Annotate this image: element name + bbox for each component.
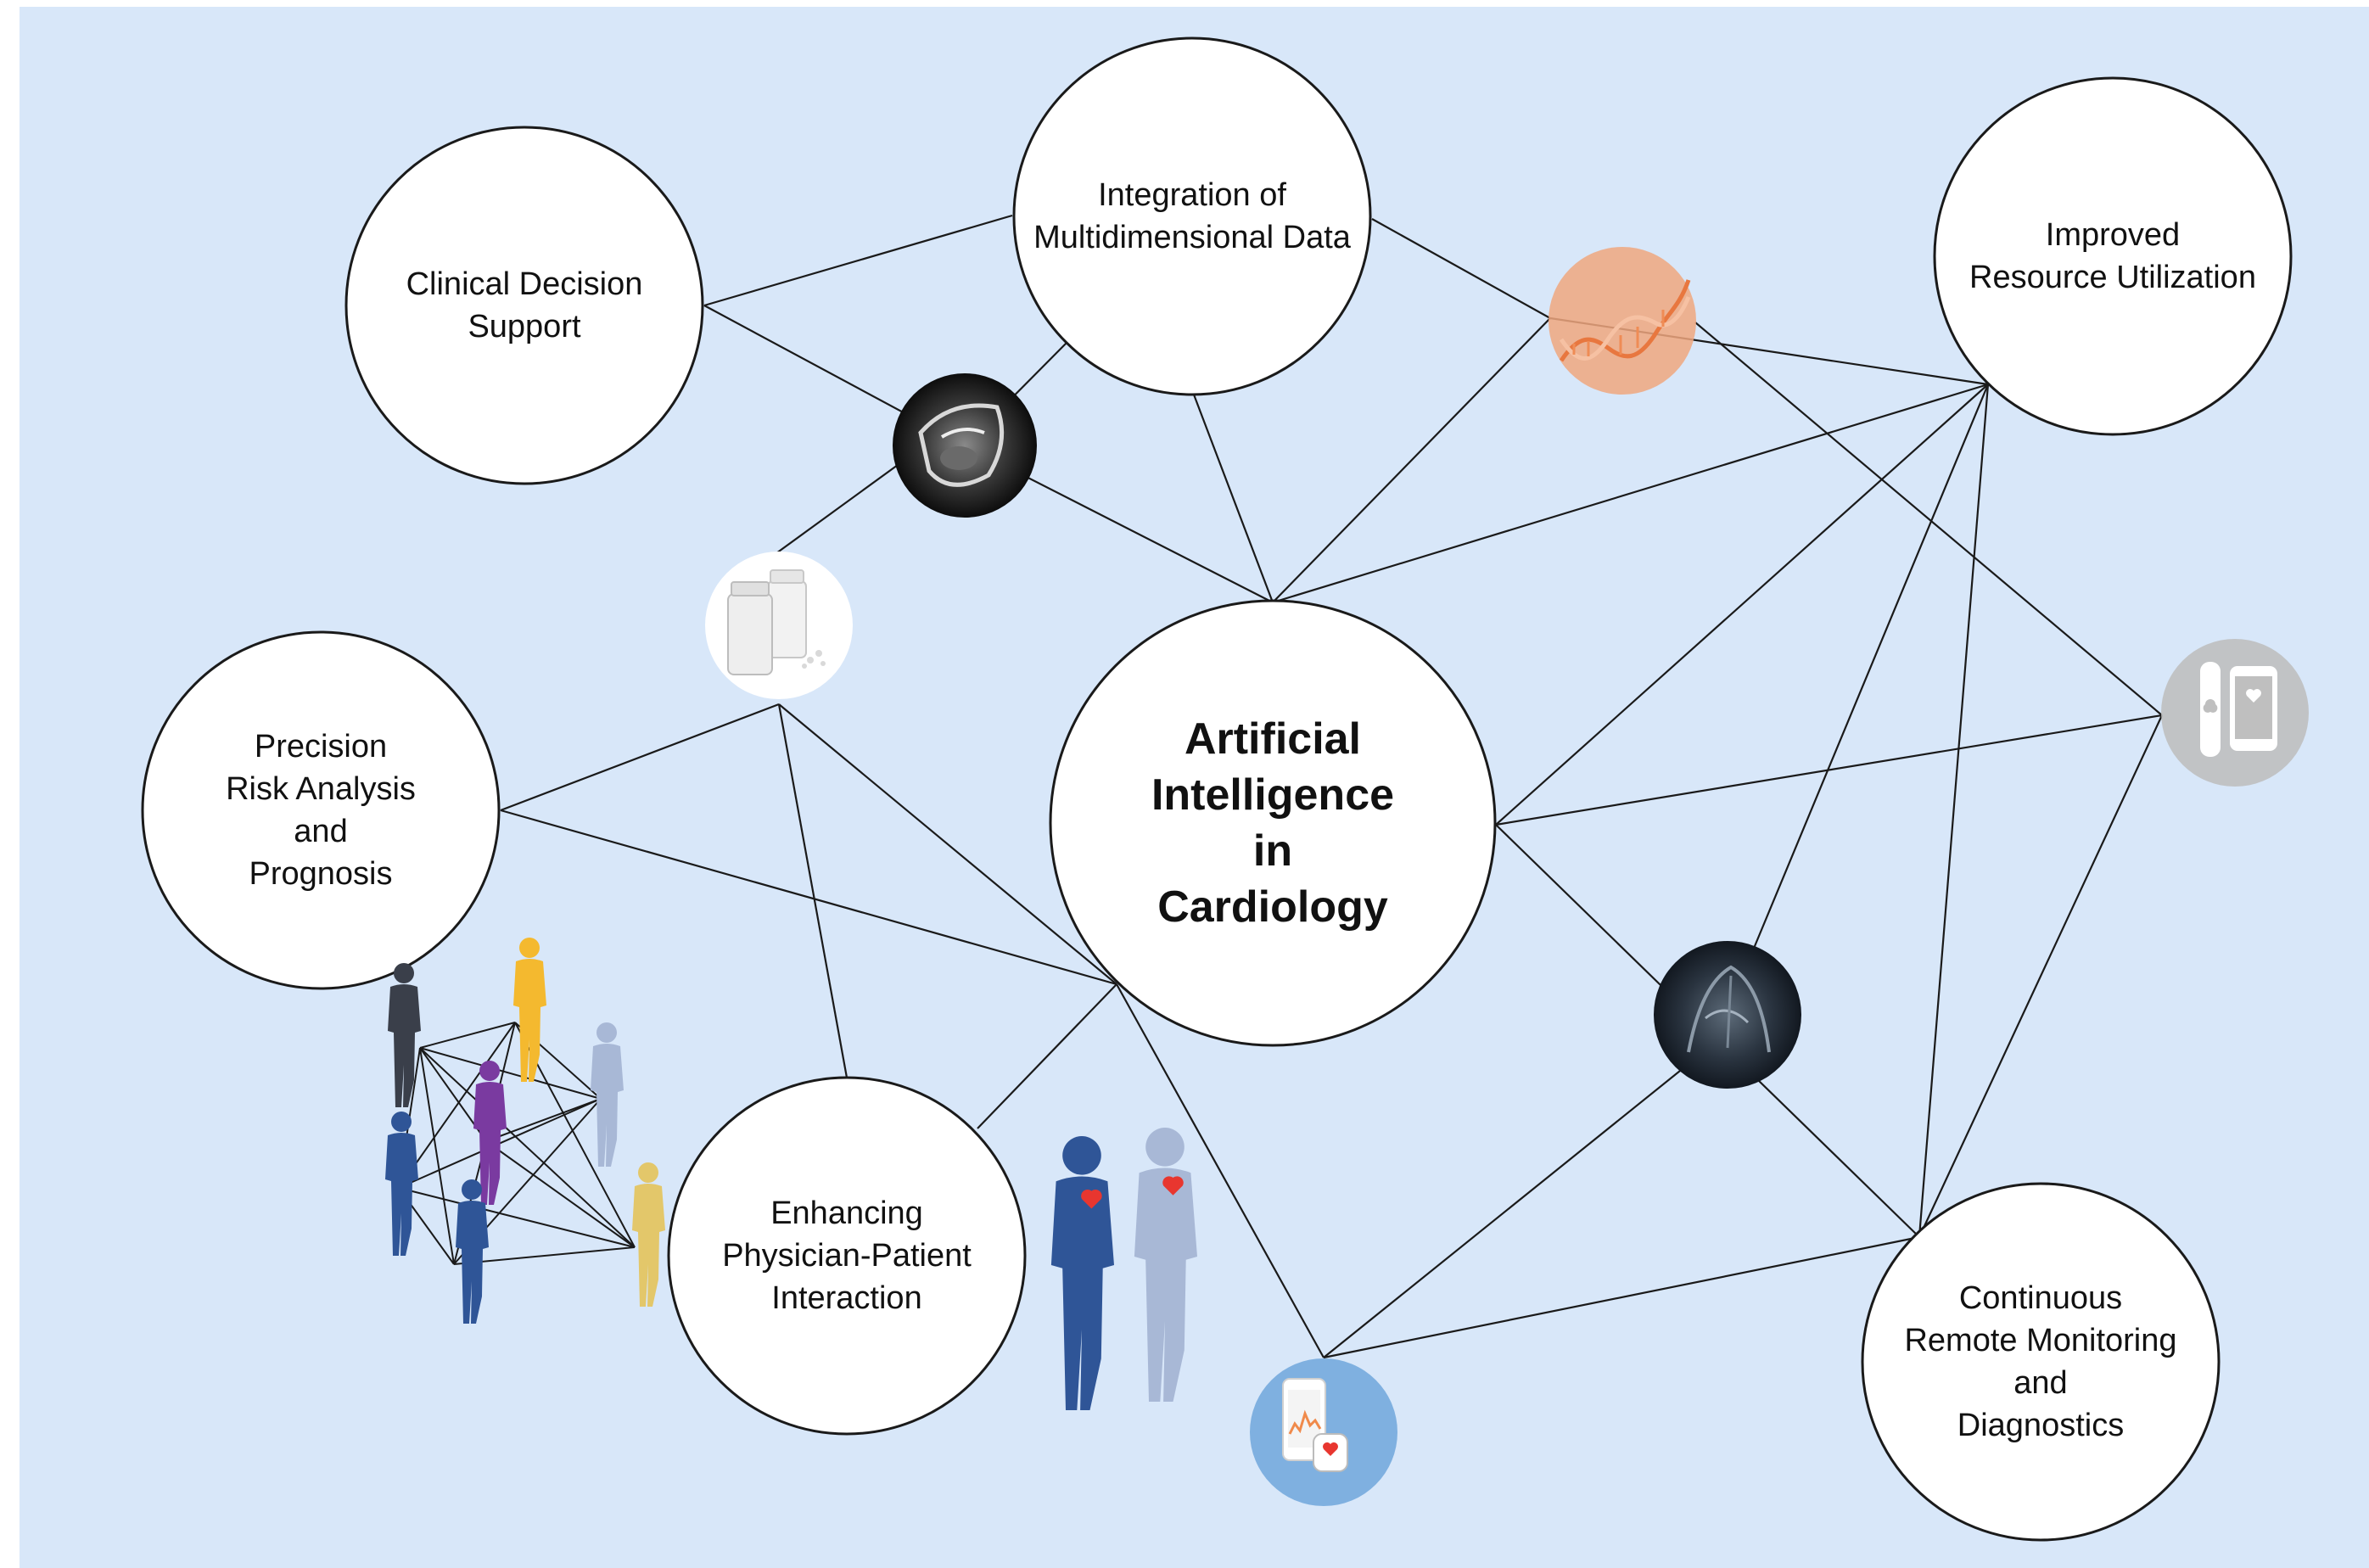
- line-center-resource: [1272, 383, 1989, 604]
- line-dna-center: [1272, 317, 1551, 603]
- line-integration-center: [1192, 394, 1274, 603]
- line-integration-dna: [1371, 218, 1551, 319]
- node-circle-resource: [1933, 76, 2293, 436]
- echocardiogram-icon: [1654, 941, 1801, 1089]
- node-label-resource: Improved Resource Utilization: [1969, 217, 2256, 295]
- line-meds-risk: [500, 703, 780, 812]
- medication-bottles-icon: [705, 552, 853, 699]
- line-wearable-monitoring: [1918, 714, 2163, 1238]
- line-meds-center: [778, 703, 1117, 985]
- line-resource-echo: [1751, 384, 1990, 951]
- smartwatch-phone-icon: [1250, 1358, 1397, 1506]
- line-resource-monitoring: [1918, 384, 1990, 1238]
- line-risk-center: [500, 809, 1117, 986]
- line-center-resource-2: [1495, 384, 1989, 826]
- line-watch-echo: [1323, 1067, 1685, 1358]
- wearable-devices-icon: [2161, 639, 2309, 787]
- line-watch-monitoring: [1323, 1235, 1920, 1359]
- node-circle-clinical: [344, 126, 704, 485]
- node-circle-monitoring: [1861, 1182, 2221, 1542]
- line-mri-meds: [776, 464, 899, 554]
- node-label-clinical: Clinical Decision Support: [406, 266, 643, 344]
- line-meds-interaction: [777, 703, 848, 1078]
- line-dna-wearable: [1694, 322, 2163, 716]
- node-circle-risk: [141, 630, 501, 990]
- node-label-monitoring: Continuous Remote Monitoring and Diagnos…: [1904, 1280, 2177, 1443]
- node-circle-interaction: [667, 1076, 1027, 1436]
- node-label-integration: Integration of Multidimensional Data: [1033, 177, 1351, 255]
- line-clinical-integration: [703, 214, 1013, 307]
- dna-icon: [1549, 247, 1696, 395]
- node-label-center: Artificial Intelligence in Cardiology: [1151, 714, 1395, 932]
- node-label-interaction: Enhancing Physician-Patient Interaction: [722, 1196, 972, 1316]
- node-circle-integration: [1012, 36, 1372, 396]
- node-label-risk: Precision Risk Analysis and Prognosis: [226, 729, 416, 892]
- line-center-wearable: [1495, 714, 2163, 826]
- cardiac-mri-icon: [893, 373, 1037, 518]
- line-center-watch: [1116, 983, 1325, 1358]
- patient-network-lines: [398, 1022, 636, 1265]
- patient-network-icon: [385, 938, 665, 1324]
- physician-patient-icon: [1050, 1128, 1197, 1410]
- line-center-interaction: [977, 983, 1117, 1129]
- node-circle-center: [1049, 599, 1497, 1047]
